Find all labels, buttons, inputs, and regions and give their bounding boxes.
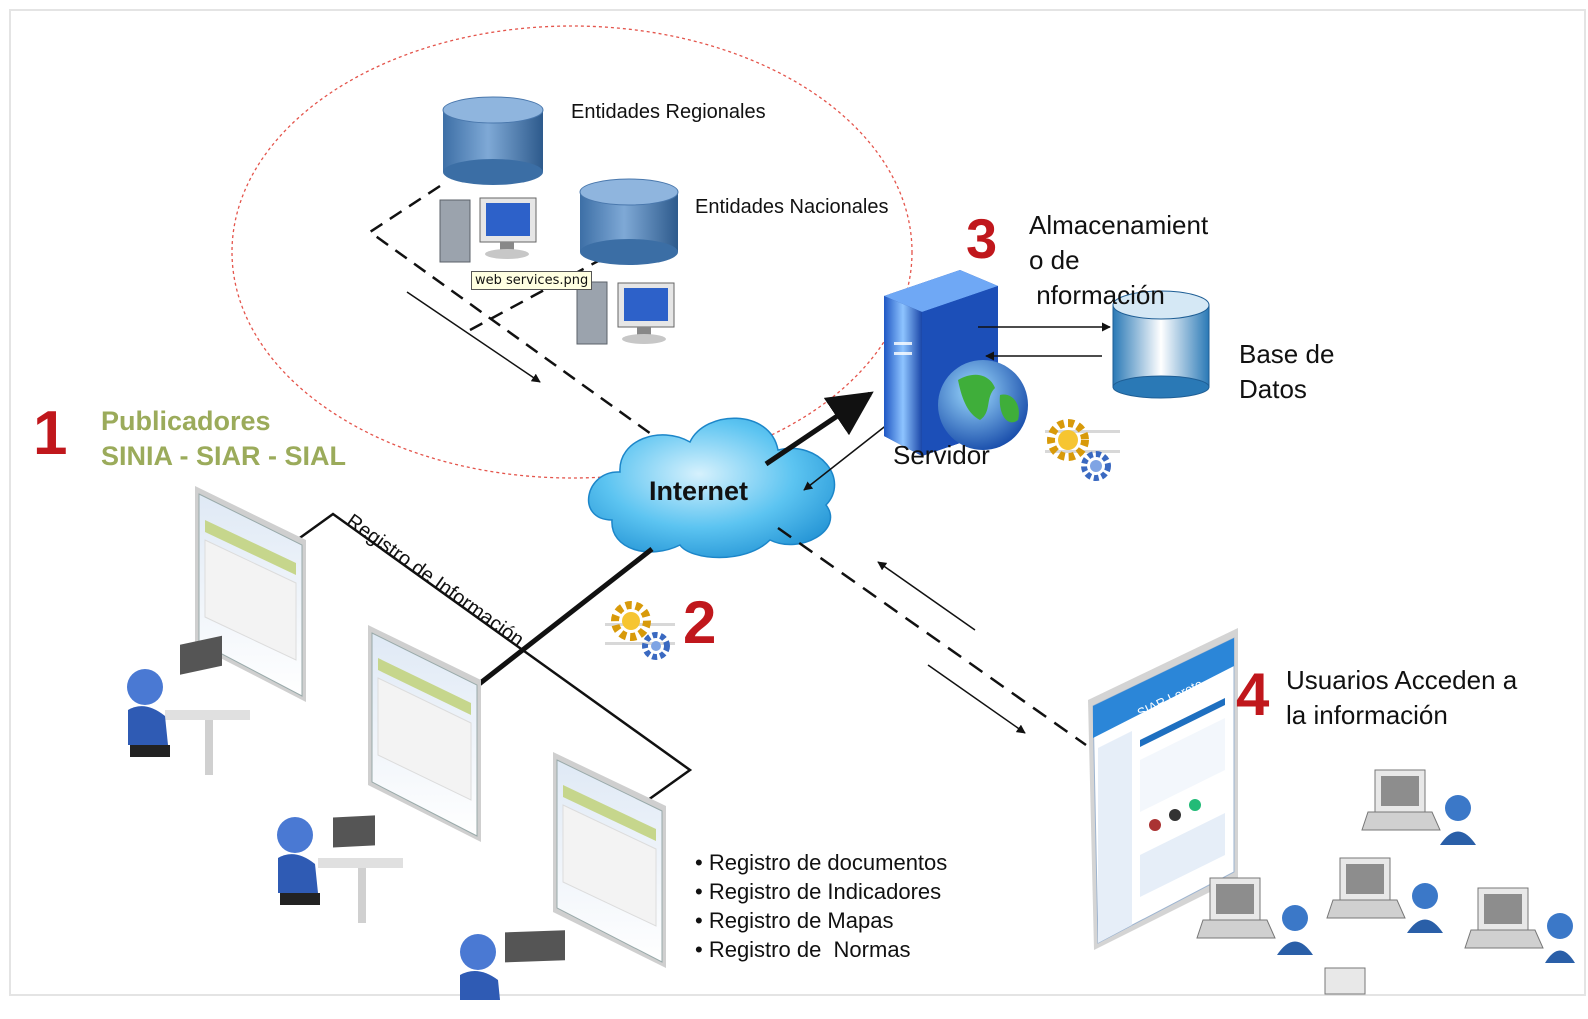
list-item: • Registro de Indicadores — [695, 879, 942, 904]
computer-icon — [576, 281, 675, 345]
frame-border — [9, 9, 1586, 996]
label-storage-line1: Almacenamient — [1029, 210, 1209, 240]
user-icon — [277, 815, 403, 923]
step-number-one: 1 — [33, 399, 68, 468]
dashed-link-users — [777, 526, 1087, 747]
browser-window-icon — [368, 625, 481, 842]
label-storage: Almacenamient o de nformación — [1029, 208, 1208, 313]
arrow-to-internet — [406, 291, 541, 383]
list-item: • Registro de documentos — [695, 850, 948, 875]
user-icon — [460, 930, 565, 1000]
computer-icon — [1196, 877, 1313, 955]
label-users-line2: la información — [1286, 700, 1448, 730]
cloud-icon — [587, 417, 836, 559]
label-publishers-line1: Publicadores — [101, 406, 271, 436]
label-server: Servidor — [893, 440, 990, 470]
step-number-two: 2 — [683, 589, 717, 656]
list-item: • Registro de Normas — [695, 937, 911, 962]
tooltip-web-services: web services.png — [471, 271, 593, 290]
label-internet: Internet — [649, 476, 749, 506]
browser-window-icon: SIAR Loreto — [1088, 628, 1238, 950]
computer-icon — [439, 197, 537, 263]
label-entidades-regionales: Entidades Regionales — [571, 101, 766, 123]
link-internet-publishers — [472, 547, 654, 690]
dashed-link-entities — [367, 184, 666, 446]
label-entidades-nacionales: Entidades Nacionales — [695, 196, 889, 218]
gears-icon — [1045, 419, 1120, 481]
label-database: Base de Datos — [1239, 337, 1334, 407]
label-storage-line2: o de — [1029, 245, 1080, 275]
label-users-line1: Usuarios Acceden a — [1286, 665, 1518, 695]
arrow-internet-to-users — [927, 664, 1026, 734]
step-number-three: 3 — [966, 207, 998, 270]
globe-icon — [938, 360, 1028, 450]
computer-icon — [1361, 769, 1476, 845]
entities-group-ellipse — [231, 25, 913, 479]
arrow-users-to-internet — [877, 561, 976, 631]
database-icon — [579, 178, 679, 265]
list-item: • Registro de Mapas — [695, 908, 894, 933]
browser-window-icon — [195, 486, 306, 702]
browser-window-icon — [553, 752, 666, 968]
step-number-four: 4 — [1236, 661, 1270, 728]
computer-icon — [1326, 857, 1443, 933]
database-icon — [442, 96, 544, 185]
label-users: Usuarios Acceden a la información — [1286, 663, 1517, 733]
arrow-to-server — [764, 391, 874, 467]
computer-icon — [1464, 887, 1575, 963]
label-database-line2: Datos — [1239, 374, 1307, 404]
label-publishers: Publicadores SINIA - SIAR - SIAL — [101, 404, 346, 474]
label-storage-line3: nformación — [1029, 280, 1165, 310]
gears-icon — [605, 601, 675, 660]
computer-icon — [1324, 967, 1366, 995]
publishers-network-line — [289, 512, 693, 802]
database-icon — [1112, 290, 1210, 399]
arrow-from-server — [803, 423, 889, 491]
registration-list: • Registro de documentos • Registro de I… — [695, 848, 947, 964]
label-publishers-line2: SINIA - SIAR - SIAL — [101, 441, 347, 471]
user-icon — [127, 635, 250, 775]
label-database-line1: Base de — [1239, 339, 1335, 369]
